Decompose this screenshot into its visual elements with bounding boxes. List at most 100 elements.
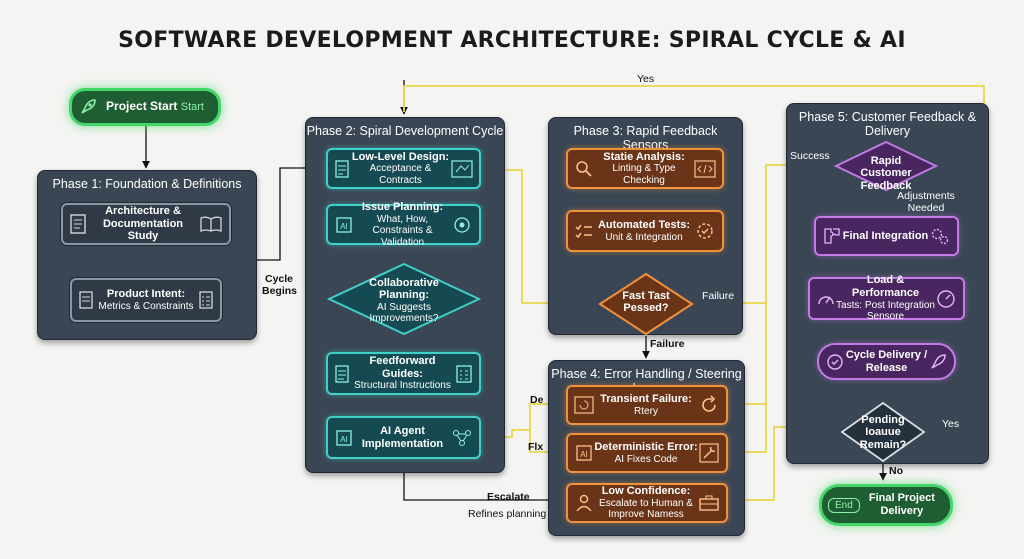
yes-loop-wire [403,85,985,118]
gear-network-icon [451,214,473,236]
pending-issues-diamond[interactable] [840,401,926,463]
document-icon [69,213,87,235]
label-de: De [530,394,544,406]
pending-issues-label: Pending Ioauue Remain? [859,414,907,451]
static-analysis-node[interactable]: Statie Analysis:Linting & Type Checking [566,148,724,189]
arrow-escalate [400,465,560,501]
label-yes-top: Yes [637,73,655,85]
ai-agent-implementation-node[interactable]: AI AI Agent Implementation [326,416,481,459]
collaborative-planning-sub: AI Suggests Improvements? [369,301,439,324]
label-cycle-begins: Cycle Begins [262,273,298,297]
transient-failure-sub: Rtery [634,405,658,417]
diagram-icon [451,159,473,178]
magnifier-icon [574,159,594,179]
puzzle-icon [822,226,842,246]
svg-text:AI: AI [580,450,588,459]
load-performance-label: Load & Performance [851,274,920,299]
ai-chip-icon: AI [574,443,594,463]
speedometer-icon [935,288,957,310]
start-sub: Start [180,101,204,114]
calculator-icon [455,364,473,384]
wrench-icon [698,442,720,464]
final-delivery-label: Final Project Delivery [868,492,935,517]
cycle-delivery-label: Cycle Delivery / Release [845,348,928,374]
architecture-study-label: Architecture & Documentation Study [102,205,184,243]
ai-agent-implementation-label: AI Agent Implementation [361,424,444,450]
ai-chip-icon: AI [334,215,354,235]
architecture-study-node[interactable]: Architecture & Documentation Study [61,203,231,245]
rocket-icon [78,97,98,117]
phase2-title: Phase 2: Spiral Development Cycle [306,124,504,138]
diagram-title: SOFTWARE DEVELOPMENT ARCHITECTURE: SPIRA… [118,28,906,53]
rapid-customer-feedback-diamond[interactable] [834,140,938,192]
fast-test-passed-label: Fast Tast Pessed? [622,290,670,315]
retry-window-icon [574,396,594,414]
label-escalate: Escalate [487,491,530,503]
deterministic-error-node[interactable]: AI Deterministic Error:AI Fixes Code [566,433,728,473]
static-analysis-sub: Linting & Type Checking [612,163,676,186]
feedforward-guides-sub: Structural Instructions [354,380,451,392]
label-failure-down: Failure [650,338,685,350]
label-success: Success [790,150,830,162]
feedforward-guides-node[interactable]: Feedforward Guides:Structural Instructio… [326,352,481,395]
final-integration-node[interactable]: Final Integration [814,216,959,256]
briefcase-icon [698,494,720,512]
low-level-design-label: Low-Level Design: [351,150,450,163]
svg-text:AI: AI [340,435,348,444]
static-analysis-label: Statie Analysis: [603,150,685,163]
person-icon [574,493,594,513]
ai-chip-icon: AI [334,428,354,448]
label-fix: Flx [528,441,544,453]
issue-planning-node[interactable]: AI Issue Planning:What, How, Constraints… [326,200,481,248]
collaborative-planning-label: Collaborative Planning: [369,277,439,302]
transient-failure-label: Transient Failure: [600,392,692,405]
cycle-delivery-node[interactable]: Cycle Delivery / Release [817,343,956,380]
document-icon [78,290,94,310]
low-level-design-sub: Acceptance & Contracts [369,163,432,186]
automated-tests-node[interactable]: Automated Tests:Unit & Integration [566,210,724,252]
retry-icon [698,394,720,416]
guide-icon [334,364,350,384]
product-intent-sub: Metrics & Constraints [98,300,194,312]
final-delivery-node[interactable]: End Final Project Delivery [819,484,953,526]
transient-failure-node[interactable]: Transient Failure:Rtery [566,385,728,425]
arrow-cycle-begins [254,164,323,261]
cycle-icon [825,352,845,372]
code-icon [694,159,716,178]
project-start-node[interactable]: Project Start Start [69,88,221,126]
rapid-customer-feedback-label: Rapid Customer Feedback [860,155,912,192]
low-level-design-node[interactable]: Low-Level Design:Acceptance & Contracts [326,148,481,189]
start-label: Project Start [106,99,178,114]
deterministic-error-sub: AI Fixes Code [614,453,678,465]
pending-issues-text: Pending Ioauue Remain? [854,414,912,451]
label-failure-right: Failure [702,290,735,302]
automated-tests-sub: Unit & Integration [605,231,683,243]
book-icon [199,215,223,233]
issue-planning-label: Issue Planning: [361,200,444,213]
deterministic-error-label: Deterministic Error: [594,440,698,453]
blueprint-icon [334,159,350,179]
collaborative-planning-text: Collaborative Planning: AI Suggests Impr… [352,277,456,324]
label-no: No [889,465,903,477]
gears-icon [929,225,951,247]
fast-test-passed-diamond[interactable] [598,272,694,336]
gear-check-icon [694,220,716,242]
low-confidence-node[interactable]: Low Confidence:Escalate to Human & Impro… [566,483,728,523]
low-confidence-label: Low Confidence: [601,485,691,498]
low-confidence-sub: Escalate to Human & Improve Namess [599,497,693,521]
automated-tests-label: Automated Tests: [597,218,691,231]
collaborative-planning-diamond[interactable] [327,262,481,336]
test-checks-icon [574,221,594,241]
fix-wire [738,404,767,453]
end-badge: End [828,497,860,513]
feedforward-guides-label: Feedforward Guides: [369,355,436,380]
phase1-title: Phase 1: Foundation & Definitions [52,177,242,191]
final-integration-label: Final Integration [842,229,929,242]
issue-planning-sub: What, How, Constraints & Validation [372,213,433,248]
load-performance-sub: Tasts: Post Integration Sensore [836,299,935,323]
label-adjustments: Adjustments Needed [897,190,955,214]
network-icon [451,428,473,448]
product-intent-node[interactable]: Product Intent:Metrics & Constraints [70,278,222,322]
svg-text:AI: AI [340,222,348,231]
